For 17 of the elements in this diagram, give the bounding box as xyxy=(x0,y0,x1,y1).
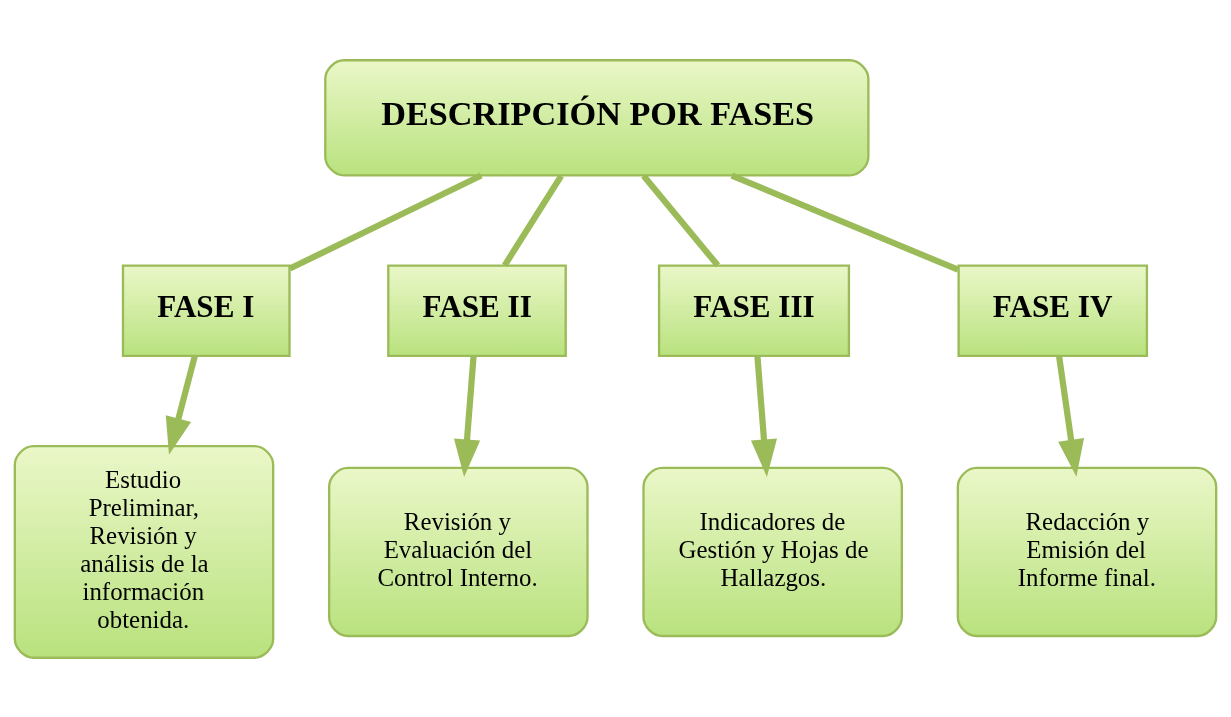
arrow xyxy=(453,355,481,477)
arrow xyxy=(1056,355,1085,477)
node-box: Indicadores de Gestión y Hojas de Hallazgos. xyxy=(642,466,903,637)
node-box: FASE II xyxy=(387,263,567,357)
node-box: Estudio Preliminar, Revisión y análisis de la información obtenida. xyxy=(13,444,275,659)
arrow xyxy=(165,354,198,455)
connector xyxy=(502,173,564,267)
connector xyxy=(641,173,721,267)
connector xyxy=(288,172,483,271)
node-box: DESCRIPCIÓN POR FASES xyxy=(324,58,870,177)
node-box: FASE IV xyxy=(957,263,1149,357)
node-box: Revisión y Evaluación del Control Interno. xyxy=(328,466,589,637)
arrow xyxy=(750,355,778,477)
connector xyxy=(730,172,960,273)
node-box: FASE III xyxy=(657,263,851,357)
node-box: FASE I xyxy=(121,263,291,357)
node-box: Redacción y Emisión del Informe final. xyxy=(956,466,1218,637)
